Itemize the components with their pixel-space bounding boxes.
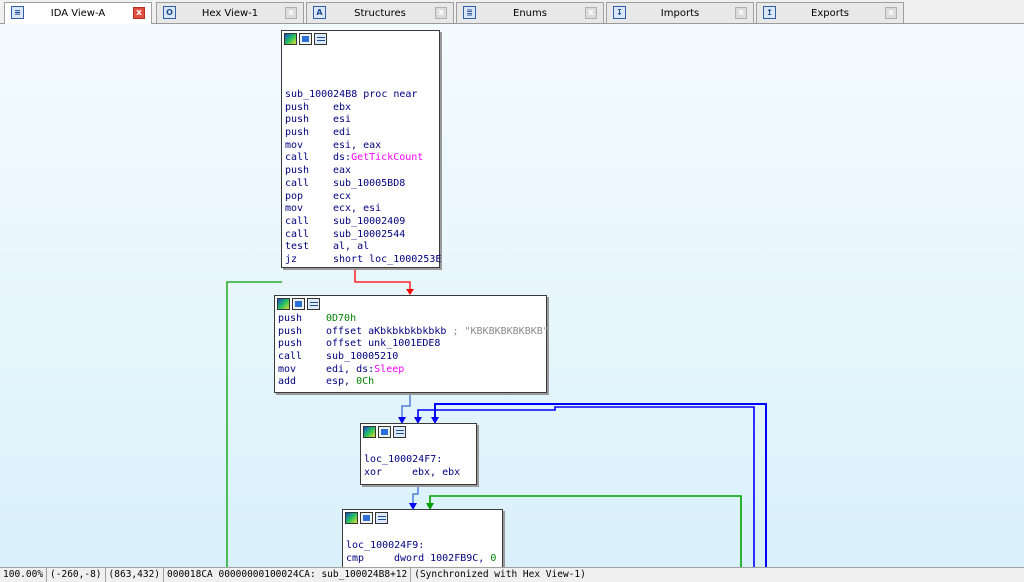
mouse-position: (863,432): [106, 568, 165, 582]
tab-enums[interactable]: ≣ Enums x: [456, 2, 604, 23]
tab-label: Enums: [513, 8, 547, 19]
graph-edges: [226, 258, 767, 567]
tab-ida-view-a[interactable]: ≡ IDA View-A x: [4, 2, 152, 24]
view-tab-bar: ≡ IDA View-A x O Hex View-1 x A Structur…: [0, 0, 1024, 24]
exports-icon: ↥: [763, 6, 776, 19]
tab-label: IDA View-A: [50, 8, 106, 19]
node-color-icon[interactable]: [284, 33, 297, 45]
tab-imports[interactable]: ↧ Imports x: [606, 2, 754, 23]
edge-arrowhead: [431, 417, 439, 424]
current-location: 000018CA 00000000100024CA: sub_100024B8+…: [164, 568, 412, 582]
node-color-icon[interactable]: [277, 298, 290, 310]
edge-loop-back-1[interactable]: [417, 406, 755, 567]
edge-arrowhead: [414, 417, 422, 424]
node-header: [343, 510, 502, 526]
tab-label: Imports: [660, 8, 700, 19]
tab-label: Exports: [811, 8, 849, 19]
comment: ; "KBKBKBKBKBKB": [446, 325, 549, 337]
tab-label: Hex View-1: [201, 8, 259, 19]
edge-node3-node4[interactable]: [412, 485, 419, 504]
close-icon[interactable]: x: [885, 7, 897, 19]
node-header: [275, 296, 546, 312]
hex-view-icon: O: [163, 6, 176, 19]
edge-arrowhead: [398, 417, 406, 424]
edge-arrowhead: [409, 503, 417, 510]
graph-position: (-260,-8): [47, 568, 106, 582]
sync-status: (Synchronized with Hex View-1): [414, 569, 586, 580]
api-name: Sleep: [374, 363, 405, 375]
node-group-icon[interactable]: [375, 512, 388, 524]
node-color-icon[interactable]: [345, 512, 358, 524]
close-icon[interactable]: x: [133, 7, 145, 19]
edge-arrowhead: [406, 289, 414, 295]
close-icon[interactable]: x: [585, 7, 597, 19]
close-icon[interactable]: x: [285, 7, 297, 19]
node-group-icon[interactable]: [393, 426, 406, 438]
edge-jz-taken[interactable]: [226, 281, 282, 567]
node-group-icon[interactable]: [307, 298, 320, 310]
api-name: GetTickCount: [351, 152, 424, 164]
location-label: loc_100024F9:: [346, 540, 425, 551]
edge-arrowhead: [426, 503, 434, 510]
edge-jz-fallthrough[interactable]: [354, 258, 411, 290]
close-icon[interactable]: x: [735, 7, 747, 19]
ida-view-icon: ≡: [11, 6, 24, 19]
node-group-icon[interactable]: [314, 33, 327, 45]
tab-label: Structures: [354, 8, 406, 19]
structures-icon: A: [313, 6, 326, 19]
status-bar: 100.00% (-260,-8) (863,432) 000018CA 000…: [0, 567, 1024, 582]
enums-icon: ≣: [463, 6, 476, 19]
edge-loop-back-2[interactable]: [434, 403, 767, 567]
close-icon[interactable]: x: [435, 7, 447, 19]
zoom-level: 100.00%: [0, 568, 48, 582]
location-label: loc_100024F7:: [364, 454, 443, 465]
tab-hex-view-1[interactable]: O Hex View-1 x: [156, 2, 304, 23]
tab-structures[interactable]: A Structures x: [306, 2, 454, 23]
edge-loop-back-green[interactable]: [429, 495, 742, 567]
tab-exports[interactable]: ↥ Exports x: [756, 2, 904, 23]
node-header: [361, 424, 476, 440]
edge-node2-node3[interactable]: [401, 392, 411, 418]
node-rename-icon[interactable]: [299, 33, 312, 45]
imports-icon: ↧: [613, 6, 626, 19]
node-rename-icon[interactable]: [378, 426, 391, 438]
node-rename-icon[interactable]: [360, 512, 373, 524]
node-rename-icon[interactable]: [292, 298, 305, 310]
node-color-icon[interactable]: [363, 426, 376, 438]
node-header: [282, 31, 439, 47]
proc-header: sub_100024B8 proc near: [285, 89, 418, 100]
